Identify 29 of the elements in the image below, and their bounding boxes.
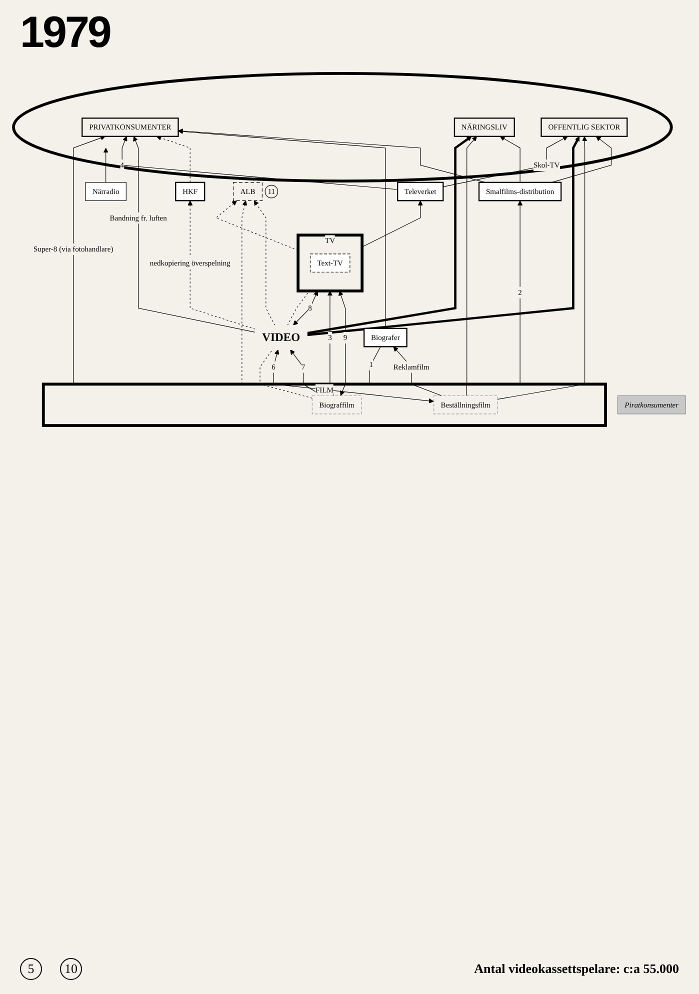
arrow (273, 349, 434, 404)
arrow (338, 290, 346, 396)
arrow (73, 136, 106, 384)
arrow (188, 200, 256, 330)
arrow (466, 136, 477, 396)
node-text: VIDEO (262, 331, 300, 344)
note-text: Antal videokassettspelare: c:a 55.000 (474, 961, 679, 977)
arrow (133, 136, 256, 333)
arrow (362, 200, 423, 248)
connector (260, 349, 312, 398)
arrow (393, 346, 442, 396)
arrow (500, 136, 520, 183)
arrow (242, 200, 248, 384)
arrow (254, 200, 276, 326)
arrow (306, 136, 580, 336)
arrow (497, 136, 588, 400)
arrow (156, 136, 190, 183)
callout-number: 5 (20, 958, 42, 980)
connector (369, 346, 381, 384)
arrow (442, 136, 568, 188)
arrow (103, 148, 108, 183)
arrow (293, 290, 318, 326)
callout-number: 10 (60, 958, 82, 980)
arrow (122, 136, 398, 190)
arrow (306, 136, 472, 334)
diagram-title: 1979 (20, 8, 110, 58)
arrow (518, 200, 523, 384)
connector (287, 290, 310, 326)
arrow (178, 129, 386, 329)
